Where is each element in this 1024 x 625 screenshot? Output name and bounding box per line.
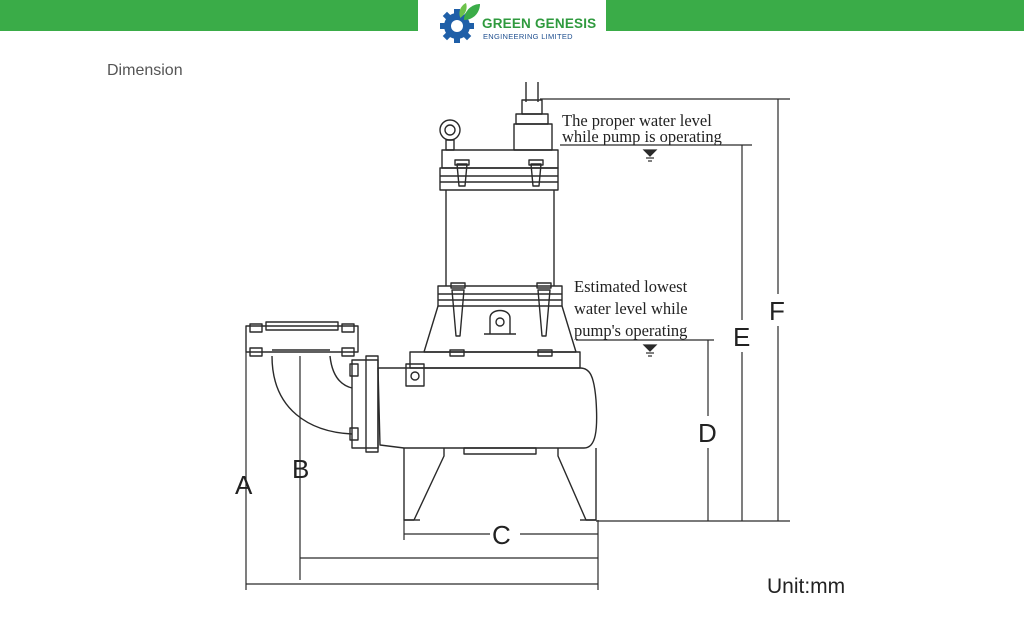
power-cable — [513, 82, 553, 151]
dimension-line-f — [540, 98, 790, 521]
operating-water-level-marker — [560, 144, 752, 162]
operating-level-note-line2: while pump is operating — [562, 127, 722, 146]
outlet-flange — [245, 321, 359, 357]
header-band-left — [0, 0, 418, 31]
pump-stand — [403, 447, 597, 521]
dimension-label-e: E — [733, 322, 750, 352]
motor-top-cover — [439, 149, 559, 191]
discharge-flange — [349, 355, 379, 453]
page-title: Dimension — [107, 62, 183, 79]
dimension-label-a: A — [235, 470, 253, 500]
seal-housing — [423, 305, 577, 353]
motor-body — [445, 190, 555, 286]
dimension-line-b — [299, 356, 598, 580]
company-name: GREEN GENESIS — [482, 16, 597, 31]
header-band-right — [606, 0, 1024, 31]
lowest-level-note-line3: pump's operating — [574, 321, 687, 340]
volute-casing — [377, 349, 598, 449]
operating-level-note-line1: The proper water level — [562, 111, 712, 130]
unit-label: Unit:mm — [767, 575, 846, 598]
lifting-eye — [439, 119, 461, 151]
dimension-label-d: D — [698, 418, 717, 448]
dimension-line-a — [245, 352, 599, 590]
dimension-label-c: C — [492, 520, 511, 550]
dimension-label-b: B — [292, 454, 309, 484]
dimension-line-c — [403, 520, 598, 540]
lowest-level-note-line2: water level while — [574, 299, 688, 318]
gear-leaf-icon — [440, 3, 480, 43]
dimension-label-f: F — [769, 296, 785, 326]
company-subtitle: ENGINEERING LIMITED — [483, 32, 573, 41]
discharge-elbow — [271, 349, 353, 435]
company-logo: GREEN GENESIS ENGINEERING LIMITED — [436, 0, 606, 46]
lowest-water-level-marker — [576, 339, 714, 357]
motor-lower-flange — [437, 282, 563, 337]
lowest-level-note-line1: Estimated lowest — [574, 277, 688, 296]
